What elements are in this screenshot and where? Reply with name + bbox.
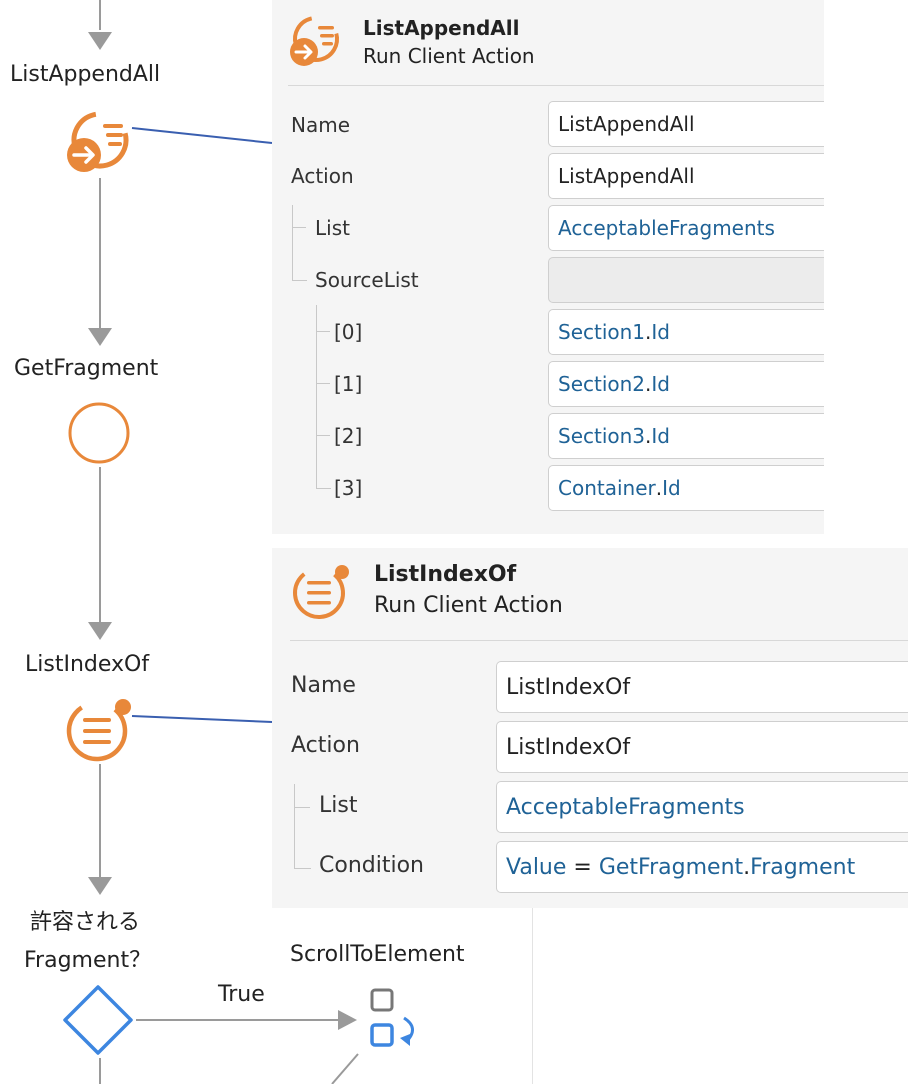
start-circle-icon[interactable] — [68, 402, 130, 464]
sourcelist-field[interactable] — [548, 257, 824, 303]
tree-line — [316, 305, 317, 470]
prop-label-index-1: [1] — [334, 372, 363, 396]
list-field[interactable]: AcceptableFragments — [496, 781, 908, 833]
flow-edge-6 — [331, 1053, 359, 1084]
tree-line — [316, 331, 330, 332]
list-field[interactable]: AcceptableFragments — [548, 205, 824, 251]
prop-label-name: Name — [291, 673, 356, 698]
prop-label-action: Action — [291, 733, 360, 758]
tree-line — [294, 784, 295, 860]
list-index-of-icon[interactable] — [58, 692, 137, 771]
prop-label-name: Name — [291, 113, 351, 137]
item-dot: . — [645, 424, 652, 448]
node-label-scrolltoelement: ScrollToElement — [290, 942, 465, 967]
prop-label-index-3: [3] — [334, 476, 363, 500]
prop-label-action: Action — [291, 164, 354, 188]
panel-divider — [288, 85, 824, 86]
name-value: ListAppendAll — [558, 112, 695, 136]
properties-panel-listindexof: ListIndexOf Run Client Action Name Actio… — [272, 548, 908, 908]
tree-line — [294, 846, 311, 869]
prop-label-index-2: [2] — [334, 424, 363, 448]
flow-arrow-true — [338, 1010, 357, 1030]
item-dot: . — [655, 476, 663, 500]
action-value: ListAppendAll — [558, 164, 695, 188]
condition-field[interactable]: Value = GetFragment.Fragment — [496, 841, 908, 893]
tree-line — [294, 807, 310, 808]
panel-subtitle: Run Client Action — [363, 44, 535, 68]
tree-line — [316, 435, 330, 436]
node-label-decision-line1: 許容される — [30, 910, 141, 935]
prop-label-list: List — [315, 216, 350, 240]
edge-label-true: True — [218, 982, 265, 1007]
panel-connector-1 — [131, 127, 273, 144]
item-ref: Section1 — [558, 320, 646, 344]
item-attr: Id — [662, 476, 681, 500]
tree-line — [292, 262, 307, 281]
list-value: AcceptableFragments — [506, 794, 745, 820]
node-label-getfragment: GetFragment — [14, 356, 159, 381]
prop-label-condition: Condition — [319, 853, 424, 878]
name-field[interactable]: ListAppendAll — [548, 101, 824, 147]
condition-operator: = — [566, 854, 599, 880]
condition-ref-value: Value — [506, 854, 567, 880]
action-value: ListIndexOf — [506, 734, 631, 760]
item-ref: Container — [558, 476, 656, 500]
sourcelist-item-0-field[interactable]: Section1.Id — [548, 309, 824, 355]
prop-label-list: List — [319, 793, 358, 818]
item-attr: Id — [651, 372, 670, 396]
panel-title: ListIndexOf — [374, 562, 517, 587]
tree-line — [316, 468, 331, 489]
condition-dot: . — [743, 854, 751, 880]
tree-line — [292, 227, 306, 228]
tree-line — [316, 383, 330, 384]
list-value: AcceptableFragments — [558, 216, 775, 240]
flow-arrow-2 — [88, 328, 112, 346]
sourcelist-item-2-field[interactable]: Section3.Id — [548, 413, 824, 459]
decision-diamond-icon[interactable] — [63, 985, 133, 1055]
prop-label-sourcelist: SourceList — [315, 268, 419, 292]
name-field[interactable]: ListIndexOf — [496, 661, 908, 713]
sourcelist-item-1-field[interactable]: Section2.Id — [548, 361, 824, 407]
panel-divider — [290, 640, 908, 641]
item-ref: Section2 — [558, 372, 646, 396]
item-dot: . — [645, 320, 652, 344]
item-dot: . — [645, 372, 652, 396]
panel-subtitle: Run Client Action — [374, 593, 563, 618]
item-attr: Id — [651, 320, 670, 344]
scroll-to-element-icon[interactable] — [370, 988, 414, 1047]
name-value: ListIndexOf — [506, 674, 631, 700]
item-attr: Id — [651, 424, 670, 448]
node-label-listindexof: ListIndexOf — [25, 652, 150, 677]
item-ref: Section3 — [558, 424, 646, 448]
node-label-listappendall: ListAppendAll — [10, 62, 161, 87]
node-label-decision-line2: Fragment？ — [24, 948, 152, 973]
run-client-action-icon — [290, 16, 339, 66]
panel-title: ListAppendAll — [363, 16, 520, 40]
condition-ref-fragment: Fragment — [750, 854, 856, 880]
flow-arrow-3 — [88, 622, 112, 640]
sourcelist-item-3-field[interactable]: Container.Id — [548, 465, 824, 511]
action-field[interactable]: ListAppendAll — [548, 153, 824, 199]
action-field[interactable]: ListIndexOf — [496, 721, 908, 773]
prop-label-index-0: [0] — [334, 320, 363, 344]
flow-arrow-1 — [88, 32, 112, 50]
flow-arrow-4 — [88, 877, 112, 895]
run-client-action-icon[interactable] — [67, 108, 132, 172]
list-index-of-icon — [293, 565, 349, 619]
condition-ref-getfragment: GetFragment — [598, 854, 744, 880]
panel-connector-2 — [131, 715, 273, 723]
properties-panel-listappendall: ListAppendAll Run Client Action Name Act… — [272, 0, 824, 534]
tree-line — [292, 205, 293, 267]
canvas-divider — [532, 908, 533, 1084]
